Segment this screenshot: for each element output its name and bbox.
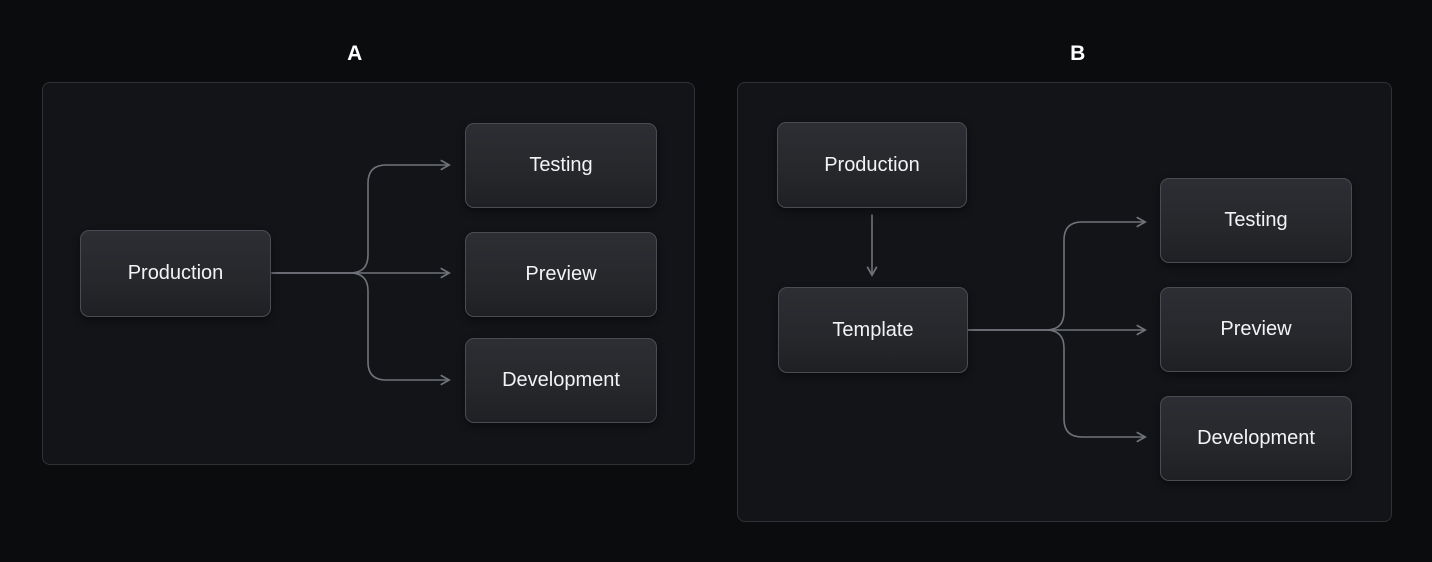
node-a-production: Production <box>80 230 271 317</box>
node-b-development: Development <box>1160 396 1352 481</box>
diagram-b-label: B <box>1070 42 1086 65</box>
node-b-preview: Preview <box>1160 287 1352 372</box>
node-a-testing: Testing <box>465 123 657 208</box>
node-a-development: Development <box>465 338 657 423</box>
diagram-a-label: A <box>347 42 363 65</box>
node-b-testing: Testing <box>1160 178 1352 263</box>
node-b-template: Template <box>778 287 968 373</box>
node-b-production: Production <box>777 122 967 208</box>
node-a-preview: Preview <box>465 232 657 317</box>
